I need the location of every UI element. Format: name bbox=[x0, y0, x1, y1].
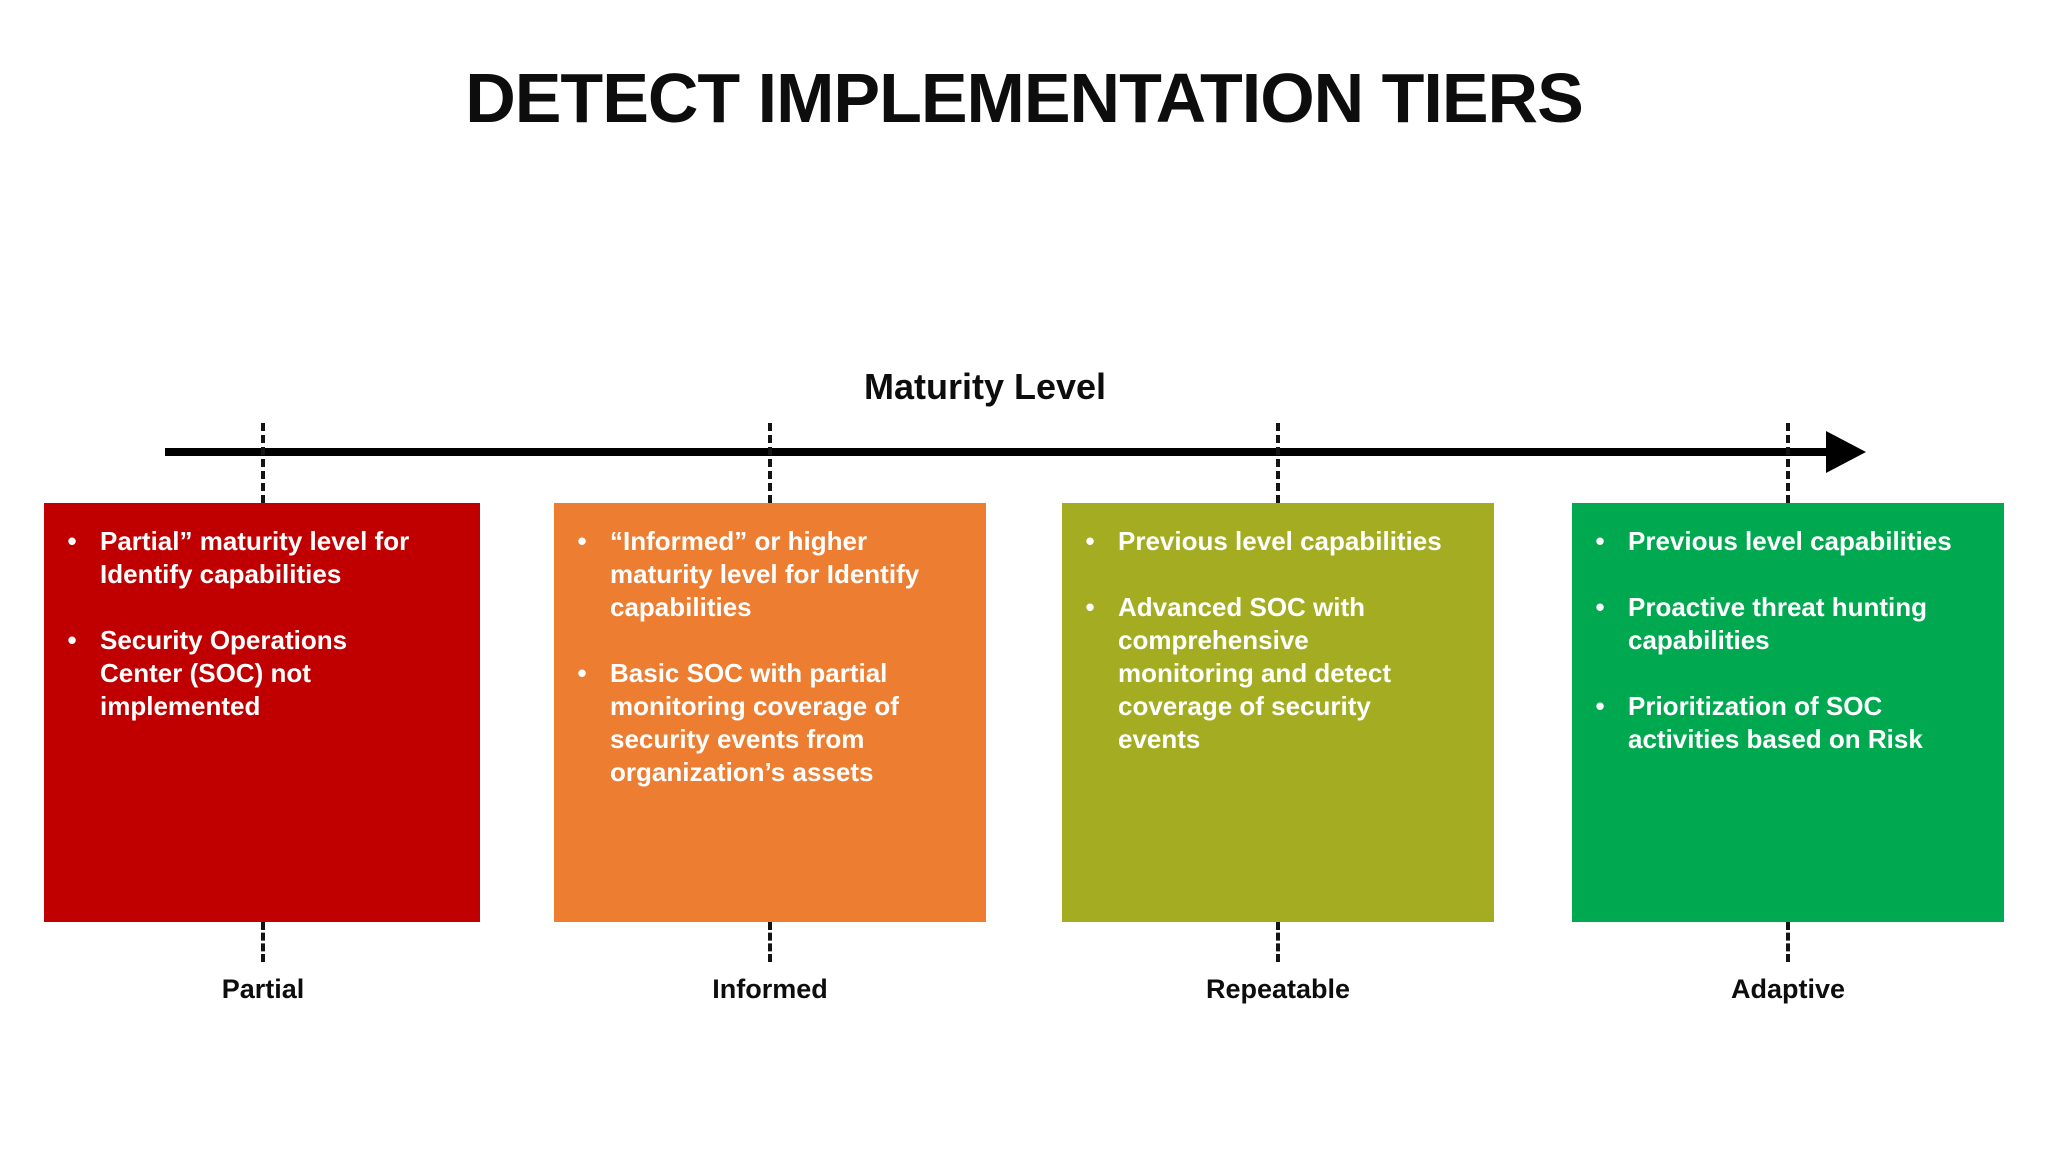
tick-dashed-line-repeatable-bottom bbox=[1276, 922, 1280, 962]
tick-dashed-line-adaptive-top bbox=[1786, 423, 1790, 503]
bullet-text: Advanced SOC with comprehensive monitori… bbox=[1118, 592, 1391, 755]
bullet-text: Security Operations Center (SOC) not imp… bbox=[100, 625, 348, 722]
list-item: • Basic SOC with partial monitoring cove… bbox=[554, 657, 974, 789]
bullet-icon: • bbox=[1085, 526, 1095, 556]
list-item: • Previous level capabilities bbox=[1062, 525, 1482, 558]
maturity-axis-label: Maturity Level bbox=[863, 366, 1107, 407]
tier-box-repeatable: • Previous level capabilities • Advanced… bbox=[1062, 503, 1494, 922]
tick-dashed-line-repeatable-top bbox=[1276, 423, 1280, 503]
tier-box-partial: • Partial” maturity level for Identify c… bbox=[44, 503, 480, 922]
tick-dashed-line-partial-top bbox=[261, 423, 265, 503]
bullet-icon: • bbox=[1085, 592, 1095, 623]
bullet-icon: • bbox=[577, 526, 587, 556]
list-item: • Advanced SOC with comprehensive monito… bbox=[1062, 591, 1482, 756]
bullet-text: Proactive threat hunting capabilities bbox=[1628, 592, 1928, 656]
bullet-icon: • bbox=[1595, 592, 1605, 623]
list-item: • Partial” maturity level for Identify c… bbox=[44, 525, 468, 591]
bullet-icon: • bbox=[1595, 691, 1605, 722]
tier-label-adaptive: Adaptive bbox=[1730, 974, 1846, 1004]
tier-label-repeatable: Repeatable bbox=[1205, 974, 1351, 1004]
page-title: DETECT IMPLEMENTATION TIERS bbox=[465, 59, 1584, 137]
tier-bullet-list: • Partial” maturity level for Identify c… bbox=[44, 525, 468, 723]
list-item: • Security Operations Center (SOC) not i… bbox=[44, 624, 468, 723]
tier-label-partial: Partial bbox=[221, 974, 305, 1004]
tick-dashed-line-partial-bottom bbox=[261, 922, 265, 962]
tick-dashed-line-informed-top bbox=[768, 423, 772, 503]
bullet-text: Previous level capabilities bbox=[1118, 526, 1442, 556]
list-item: • Previous level capabilities bbox=[1572, 525, 1992, 558]
tier-label-informed: Informed bbox=[712, 974, 828, 1004]
list-item: • “Informed” or higher maturity level fo… bbox=[554, 525, 974, 624]
bullet-text: Prioritization of SOC activities based o… bbox=[1628, 691, 1923, 755]
maturity-axis-line bbox=[165, 448, 1830, 456]
tier-bullet-list: • “Informed” or higher maturity level fo… bbox=[554, 525, 974, 789]
tier-bullet-list: • Previous level capabilities • Proactiv… bbox=[1572, 525, 1992, 756]
bullet-text: Previous level capabilities bbox=[1628, 526, 1952, 556]
tick-dashed-line-adaptive-bottom bbox=[1786, 922, 1790, 962]
bullet-icon: • bbox=[67, 625, 77, 656]
bullet-icon: • bbox=[1595, 526, 1605, 556]
tier-box-adaptive: • Previous level capabilities • Proactiv… bbox=[1572, 503, 2004, 922]
bullet-text: Partial” maturity level for Identify cap… bbox=[100, 526, 410, 590]
list-item: • Prioritization of SOC activities based… bbox=[1572, 690, 1992, 756]
bullet-icon: • bbox=[577, 658, 587, 689]
tier-bullet-list: • Previous level capabilities • Advanced… bbox=[1062, 525, 1482, 756]
bullet-text: “Informed” or higher maturity level for … bbox=[610, 526, 920, 623]
right-arrowhead-icon bbox=[1826, 431, 1866, 473]
list-item: • Proactive threat hunting capabilities bbox=[1572, 591, 1992, 657]
bullet-text: Basic SOC with partial monitoring covera… bbox=[610, 658, 899, 788]
tier-box-informed: • “Informed” or higher maturity level fo… bbox=[554, 503, 986, 922]
tick-dashed-line-informed-bottom bbox=[768, 922, 772, 962]
bullet-icon: • bbox=[67, 526, 77, 556]
